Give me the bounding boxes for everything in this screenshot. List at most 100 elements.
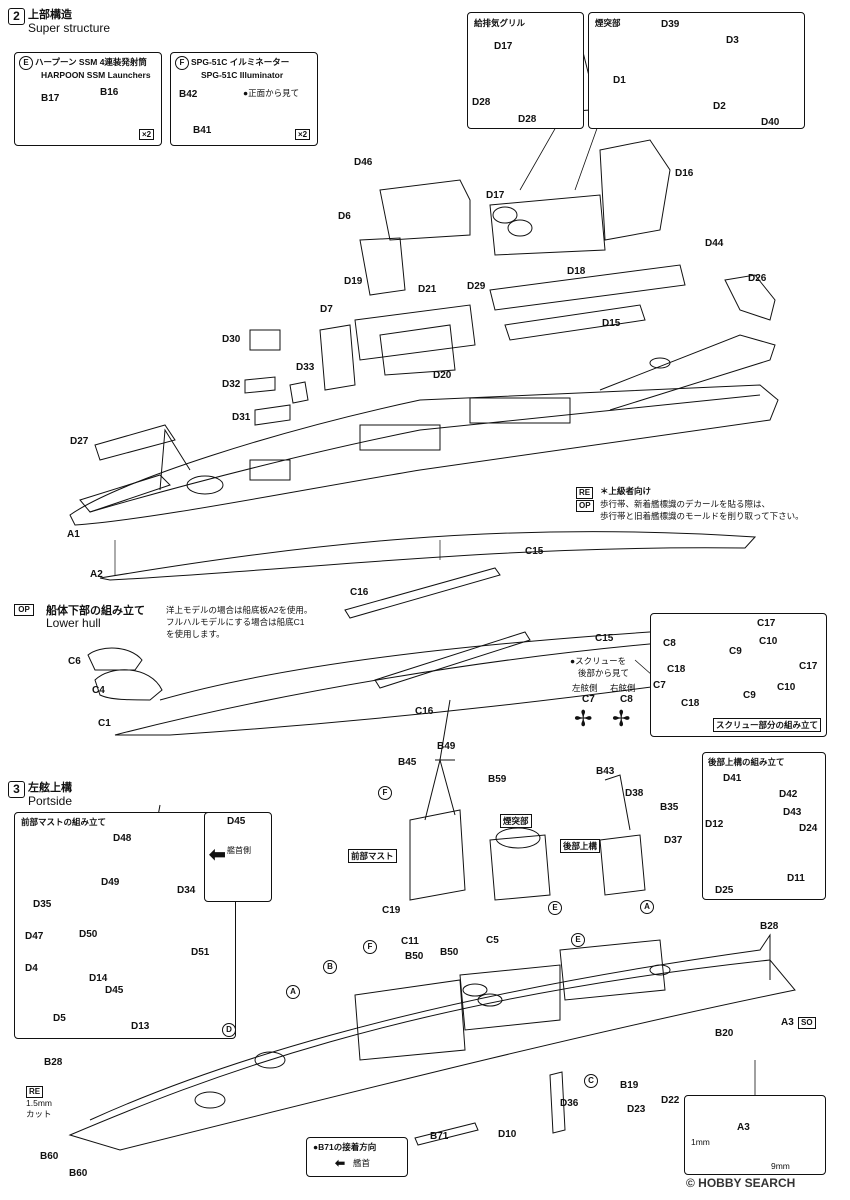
part-label: D35	[33, 899, 52, 910]
part-label: B17	[41, 93, 60, 104]
part-label: D31	[232, 412, 251, 423]
part-label: B43	[596, 766, 615, 777]
part-label: B20	[715, 1028, 734, 1039]
spg-box: F SPG-51C イルミネーター SPG-51C Illuminator B4…	[170, 52, 318, 146]
callout-e: E	[548, 901, 562, 915]
part-label: D17	[494, 41, 513, 52]
lower-hull-note: フルハルモデルにする場合は船底C1	[166, 617, 305, 627]
part-label: C7	[582, 694, 595, 705]
part-label: D2	[713, 101, 726, 112]
part-label: D26	[748, 273, 767, 284]
b71-note-box: ●B71の接着方向 ⬅ 艦首	[306, 1137, 408, 1177]
part-label: D10	[498, 1129, 517, 1140]
bow-direction-label: 艦首側	[227, 846, 251, 855]
part-label: A2	[90, 569, 103, 580]
part-label: D42	[779, 789, 798, 800]
section-3-title-en: Portside	[28, 794, 73, 808]
part-label: C8	[663, 638, 676, 649]
part-label: A1	[67, 529, 80, 540]
part-label: D32	[222, 379, 241, 390]
part-label: C15	[595, 633, 614, 644]
part-label: B59	[488, 774, 507, 785]
part-label: D39	[661, 19, 680, 30]
lower-hull-title-jp: 船体下部の組み立て	[46, 605, 145, 617]
part-label: D38	[625, 788, 644, 799]
part-label: D22	[661, 1095, 680, 1106]
section-2-title-en: Super structure	[28, 21, 111, 35]
fore-mast-box: 前部マストの組み立て D48 D49 D34 D35 D47 D50 D51 D…	[14, 812, 236, 1039]
lower-hull-note: を使用します。	[166, 629, 225, 639]
harpoon-letter: E	[19, 56, 33, 70]
part-label: D50	[79, 929, 98, 940]
op-tag: OP	[14, 604, 34, 616]
part-label: B35	[660, 802, 679, 813]
part-label: B49	[437, 741, 456, 752]
d45-box: D45 ⬅ 艦首側	[204, 812, 272, 902]
so-tag: SO	[798, 1017, 816, 1029]
callout-f: F	[363, 940, 377, 954]
callout-d: D	[222, 1023, 236, 1037]
part-label: C4	[92, 685, 105, 696]
cut-note: 1.5mm	[26, 1098, 52, 1108]
part-label: C11	[401, 936, 419, 947]
part-label: D30	[222, 334, 241, 345]
part-label: D44	[705, 238, 724, 249]
part-label: D19	[344, 276, 363, 287]
part-label: C19	[382, 905, 401, 916]
screw-note: ●スクリューを	[570, 656, 627, 666]
part-label: D49	[101, 877, 120, 888]
part-label: D20	[433, 370, 452, 381]
harpoon-multiplier: ×2	[139, 129, 155, 140]
dimension-label: 9mm	[771, 1161, 790, 1171]
part-label: C1	[98, 718, 111, 729]
part-label: D18	[567, 266, 586, 277]
part-label: D21	[418, 284, 437, 295]
part-label: C17	[757, 618, 776, 629]
screw-box: C17 C8 C10 C9 C18 C17 C7 C10 C9 C18 スクリュ…	[650, 613, 827, 737]
spg-letter: F	[175, 56, 189, 70]
part-label: B42	[179, 89, 198, 100]
part-label: D11	[787, 873, 805, 884]
part-label: B41	[193, 125, 212, 136]
part-label: D27	[70, 436, 89, 447]
part-label: D37	[664, 835, 683, 846]
part-label: C10	[777, 682, 796, 693]
spg-title-en: SPG-51C Illuminator	[201, 70, 284, 80]
part-label: D28	[518, 114, 537, 125]
screw-note: 後部から見て	[578, 668, 630, 678]
part-label: D33	[296, 362, 315, 373]
part-label: C6	[68, 656, 81, 667]
dimension-label: 1mm	[691, 1137, 710, 1147]
grill-title: 給排気グリル	[472, 17, 528, 29]
part-label: D5	[53, 1013, 66, 1024]
part-label: B28	[44, 1057, 63, 1068]
arrow-left-icon: ⬅	[335, 1156, 346, 1170]
callout-a: A	[640, 900, 654, 914]
part-label: D45	[227, 816, 246, 827]
part-label: C16	[350, 587, 369, 598]
part-label: D45	[105, 985, 124, 996]
part-label: C18	[681, 698, 700, 709]
funnel-title: 煙突部	[593, 17, 623, 29]
part-label: D43	[783, 807, 802, 818]
fore-mast-box-title: 前部マストの組み立て	[19, 816, 109, 828]
part-label: D12	[705, 819, 724, 830]
part-label: B19	[620, 1080, 639, 1091]
part-label: D17	[486, 190, 505, 201]
part-label: C10	[759, 636, 778, 647]
harpoon-title-en: HARPOON SSM Launchers	[41, 70, 151, 80]
part-label: D40	[761, 117, 780, 128]
screw-box-title: スクリュー部分の組み立て	[713, 718, 822, 732]
part-label: D3	[726, 35, 739, 46]
aft-box: 後部上構の組み立て D41 D42 D43 D12 D24 D25 D11	[702, 752, 826, 900]
part-label: B71	[430, 1131, 449, 1142]
part-label: D34	[177, 885, 196, 896]
section-3-title-jp: 左舷上構	[28, 782, 72, 794]
harpoon-title-jp: ハープーン SSM 4連装発射筒	[35, 57, 147, 67]
part-label: D36	[560, 1098, 579, 1109]
part-label: B16	[100, 87, 119, 98]
propeller-left-icon: ✢	[574, 706, 593, 731]
propeller-right-icon: ✢	[612, 706, 631, 731]
part-label: D46	[354, 157, 373, 168]
part-label: D4	[25, 963, 38, 974]
